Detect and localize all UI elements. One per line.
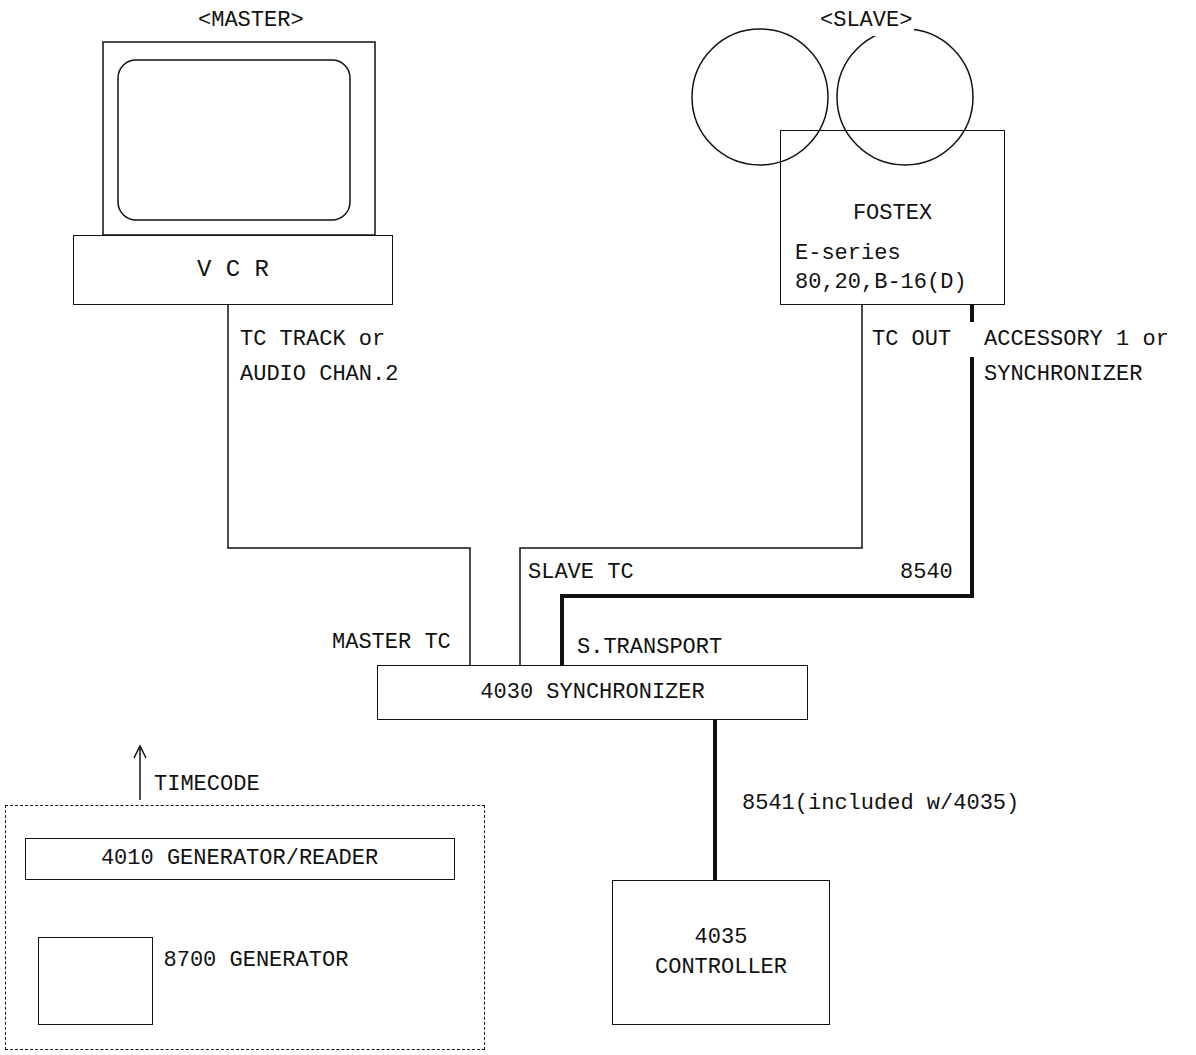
node-text: TIMECODE [154,770,260,800]
node-text: 4010 GENERATOR/READER [101,844,378,874]
timecode-wire [520,305,862,665]
generator-group: TIMECODE4010 GENERATOR/READER8700 GENERA… [5,805,485,1050]
monitor-screen [118,60,350,220]
timecode-arrow [139,748,141,800]
controller-box: 4035 CONTROLLER [612,880,830,1025]
port-label: S.TRANSPORT [575,633,724,663]
control-cable [713,720,717,880]
control-cable [562,305,972,665]
node-text: 4030 SYNCHRONIZER [480,678,704,708]
tape-reel [692,29,828,165]
monitor-housing [103,42,375,235]
port-label: 8540 [898,558,955,588]
timecode-wire [228,305,470,665]
vcr-box: V C R [73,235,393,305]
node-text: V C R [197,255,269,285]
node-text: FOSTEX [781,199,1004,229]
recorder-box: FOSTEX E-series 80,20,B-16(D) [780,130,1005,305]
role-heading: <SLAVE> [818,6,914,36]
connector-label: TC TRACK or AUDIO CHAN.2 [238,322,457,392]
timecode-arrowhead [134,746,146,758]
connector-label: ACCESSORY 1 or SYNCHRONIZER [982,322,1186,392]
port-label: SLAVE TC [526,558,636,588]
node-text: E-series 80,20,B-16(D) [795,239,991,297]
connector-label: TC OUT [870,322,994,357]
generator-reader-box: 4010 GENERATOR/READER [25,838,455,880]
synchronizer-box: 4030 SYNCHRONIZER [377,665,808,720]
generator-box: 8700 GENERATOR [38,937,153,1025]
node-text: 4035 CONTROLLER [646,923,796,983]
port-label: MASTER TC [330,628,453,658]
connector-label: 8541(included w/4035) [740,786,1064,821]
role-heading: <MASTER> [196,6,306,36]
tape-reel [837,29,973,165]
node-text: 8700 GENERATOR [164,946,349,976]
